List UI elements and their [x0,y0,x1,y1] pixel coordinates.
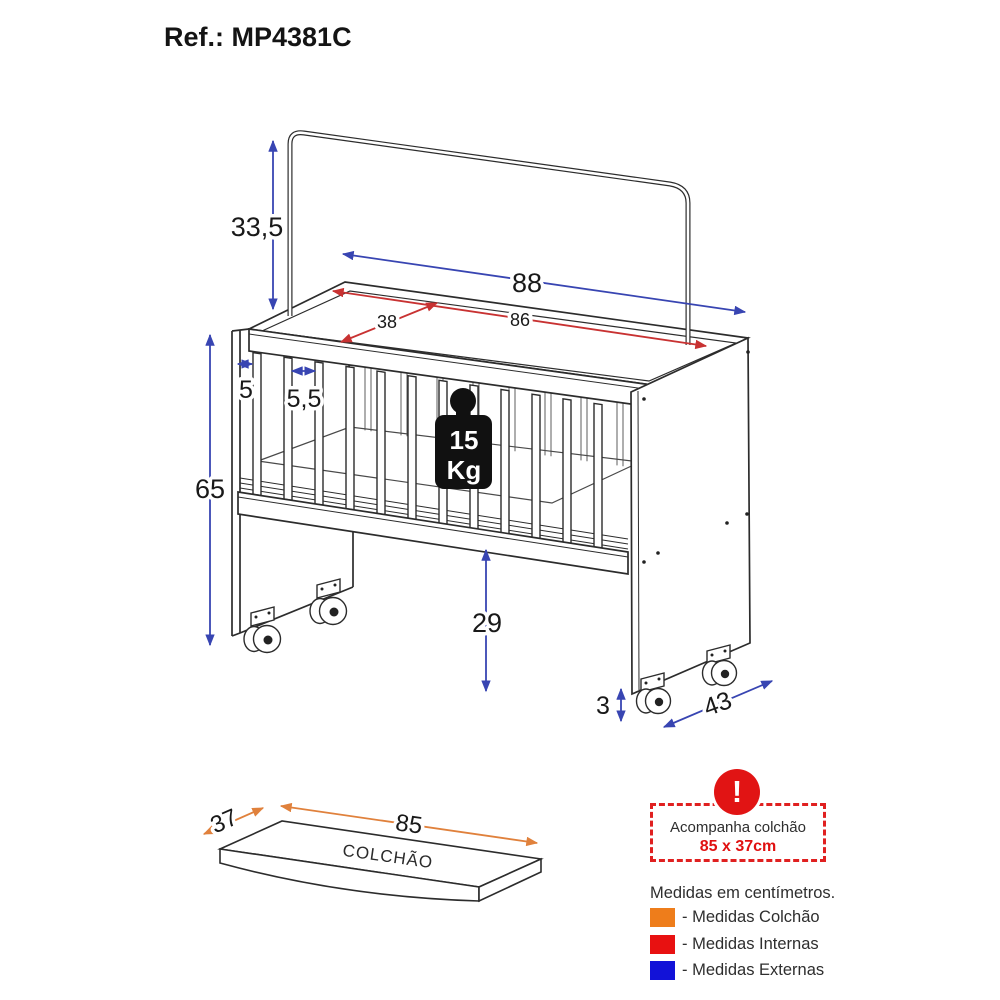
reference-code: Ref.: MP4381C [164,22,352,52]
arrow-mattress-width [279,802,539,847]
blue-swatch [650,960,675,980]
mattress-included-size: 85 x 37cm [699,838,777,855]
lower-rail-inner [237,496,629,558]
max-weight-icon [435,388,492,489]
label-external-width: 88 [512,268,542,298]
red-swatch [650,934,675,954]
mosquito-net-rod [287,130,691,345]
orange-swatch [650,907,675,927]
legend-item-external: - Medidas Externas [650,960,824,980]
arrow-external-depth [662,680,774,728]
legend-label: - Medidas Colchão [682,907,820,926]
label-internal-width: 86 [510,310,530,330]
mattress-included-text: Acompanha colchão [670,819,806,836]
max-weight-unit: Kg [447,455,482,485]
legend-title: Medidas em centímetros. [650,884,836,902]
label-side-thickness: 5 [239,376,253,404]
legend-label: - Medidas Externas [682,960,825,979]
dimension-arrows [202,139,774,847]
exclamation-icon: ! [714,769,760,815]
arrow-mattress-depth [202,807,265,835]
label-slat-gap: 5,5 [287,385,322,413]
arrow-internal-width [331,287,708,350]
label-external-height: 65 [195,474,225,504]
mattress-right-face [478,857,542,903]
mattress-front-face [219,848,480,902]
caster-mid-left [309,578,348,626]
right-side-panel [630,336,751,696]
max-weight-value: 15 [450,425,479,455]
rim-front-band-inner [248,333,653,391]
label-mattress-depth: 37 [207,804,242,840]
legend-label: - Medidas Internas [682,934,819,953]
legend-item-mattress: - Medidas Colchão [650,907,820,927]
caster-front-left [243,606,282,654]
left-side-panel [231,328,354,637]
label-caster-height: 3 [596,692,610,720]
label-under-clearance: 29 [472,608,502,638]
label-external-depth: 43 [700,686,736,722]
legend-item-internal: - Medidas Internas [650,934,819,954]
label-mattress-width: 85 [394,809,424,839]
label-internal-depth: 38 [377,312,397,332]
screw-holes [642,350,750,564]
label-headboard-height: 33,5 [231,212,284,242]
casters [243,578,738,715]
